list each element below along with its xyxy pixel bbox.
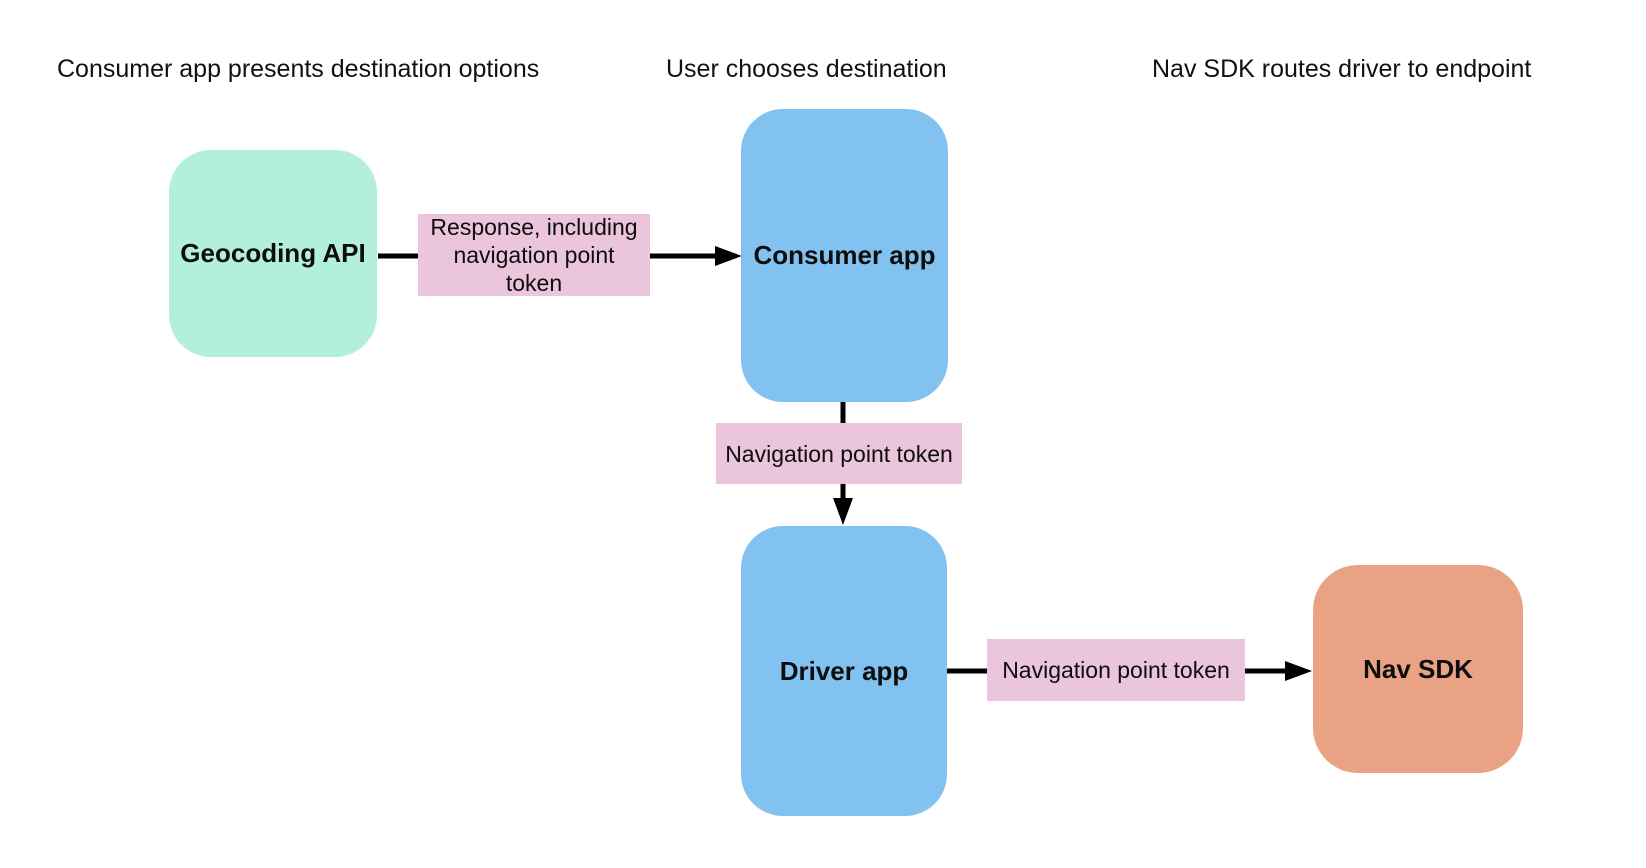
node-label-consumer-app: Consumer app (753, 240, 936, 270)
node-label-driver-app: Driver app (779, 655, 909, 686)
stage-label-navsdk-routes-driver: Nav SDK routes driver to endpoint (1152, 55, 1532, 83)
node-driver-app: Driver app (741, 526, 947, 816)
node-nav-sdk: Nav SDK (1313, 565, 1523, 773)
node-geocoding-api: Geocoding API (169, 150, 377, 357)
node-label-geocoding-api: Geocoding API (180, 238, 366, 268)
stage-label-consumer-presents-options: Consumer app presents destination option… (57, 55, 540, 83)
stage-label-user-chooses-destination: User chooses destination (666, 55, 947, 83)
node-consumer-app: Consumer app (741, 109, 948, 402)
edge-label-navigation-point-token-horizontal: Navigation point token (987, 639, 1245, 701)
edge-label-response-including-token: Response, including navigation point tok… (418, 214, 650, 296)
edge-label-navigation-point-token-vertical: Navigation point token (716, 423, 962, 484)
node-label-nav-sdk: Nav SDK (1363, 653, 1473, 684)
